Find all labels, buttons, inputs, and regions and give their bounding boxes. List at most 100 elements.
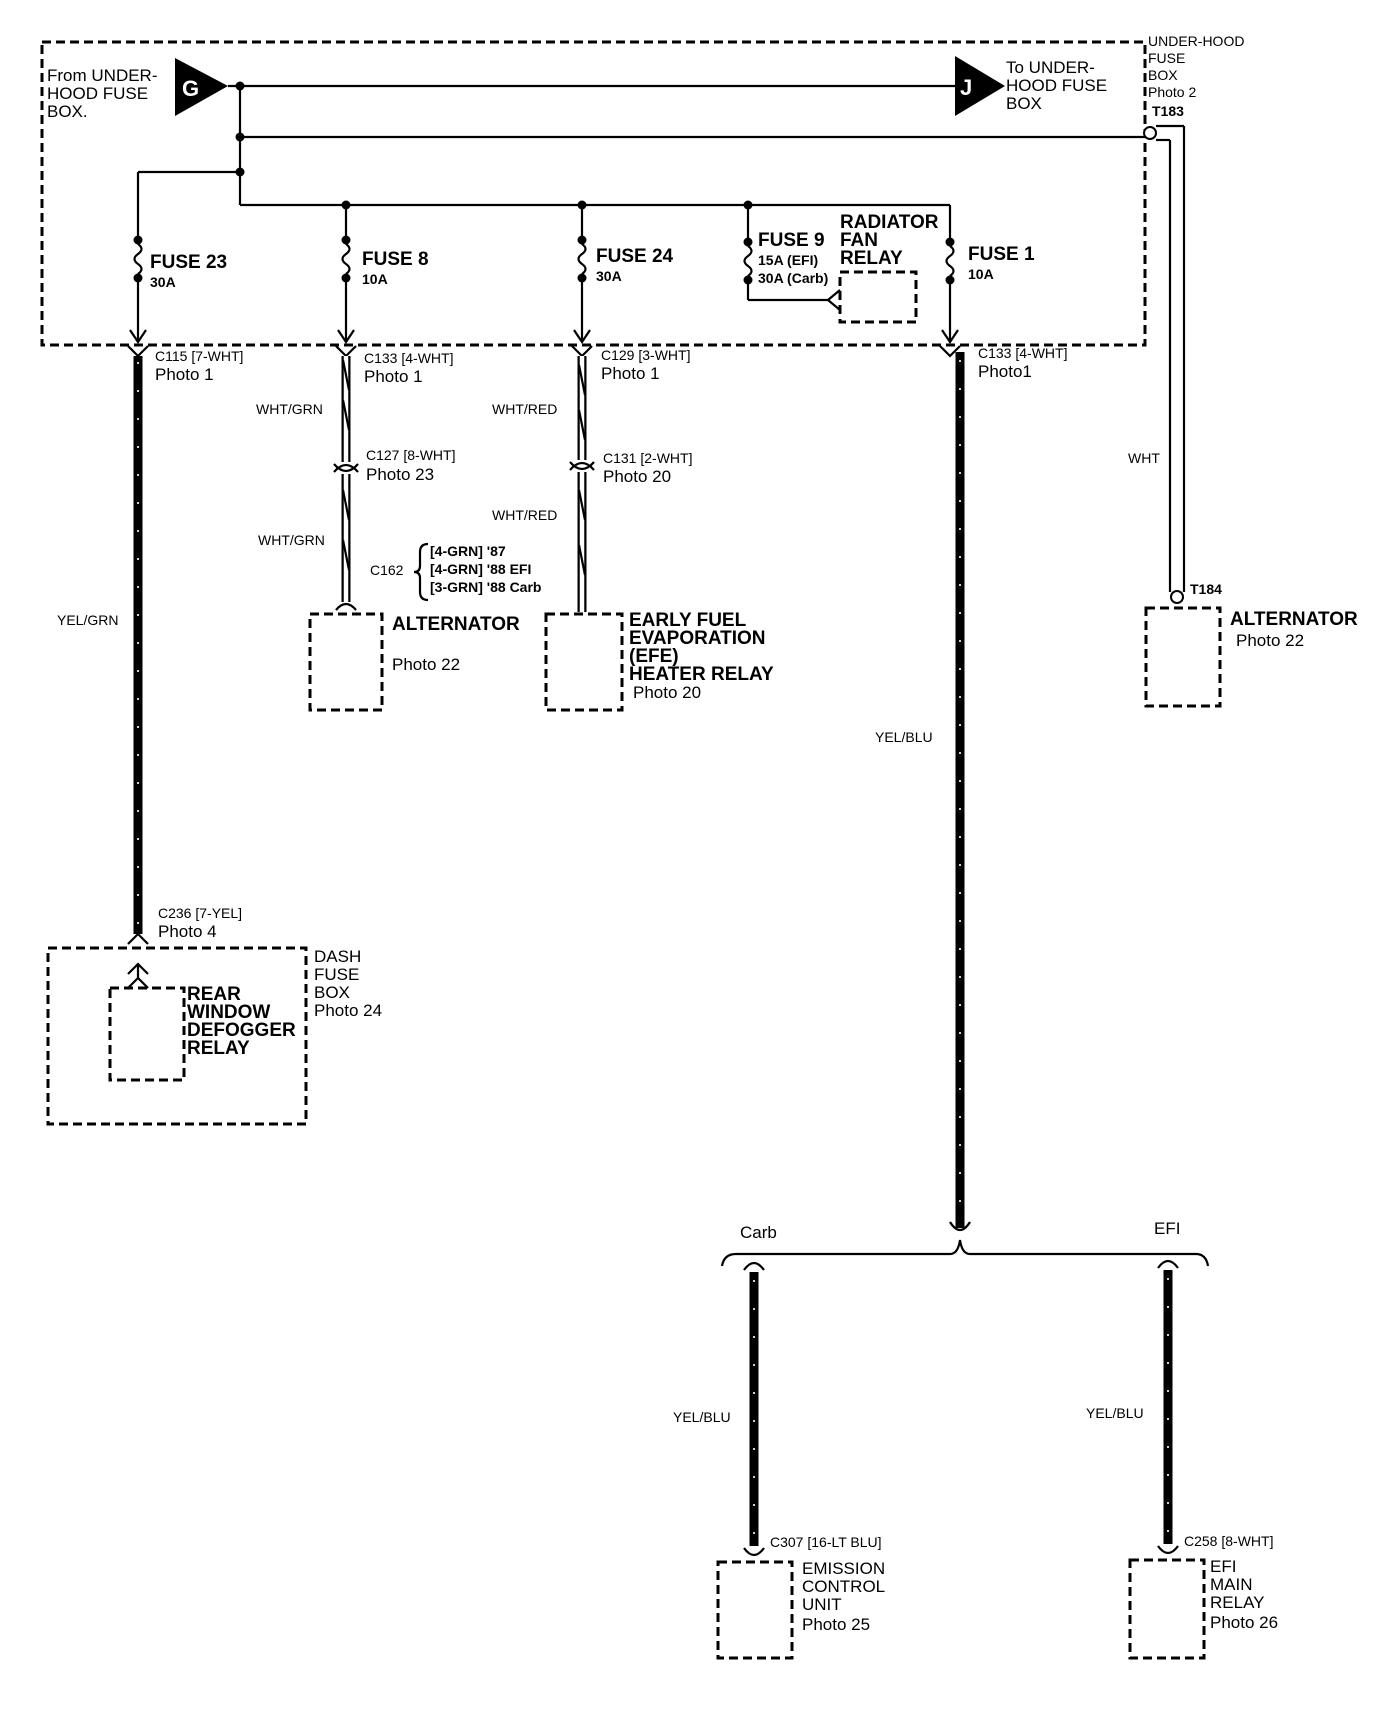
- fuse-9-rating-carb: 30A (Carb): [758, 270, 828, 286]
- branch-carb-efi: [720, 1239, 1210, 1267]
- wht-wire-t183-t184: [1143, 124, 1186, 604]
- c131-label: C131 [2-WHT]: [603, 450, 692, 466]
- fuse-1-rating: 10A: [968, 266, 994, 282]
- c129-photo: Photo 1: [601, 364, 660, 383]
- efi-relay-photo: Photo 26: [1210, 1613, 1278, 1632]
- wire-label-wht: WHT: [1128, 450, 1160, 466]
- to-box-line-3: BOX: [1006, 94, 1042, 113]
- to-box-line-1: To UNDER-: [1006, 58, 1095, 77]
- fuse-24-name: FUSE 24: [596, 246, 674, 267]
- c133b-photo: Photo1: [978, 362, 1032, 381]
- efe-line-1: EARLY FUEL: [629, 610, 747, 631]
- wire-label-wht-grn-2: WHT/GRN: [258, 532, 325, 548]
- alternator-left-box: [308, 612, 384, 712]
- c162-variant-87: [4-GRN] '87: [430, 543, 506, 559]
- underhood-photo: Photo 2: [1148, 84, 1196, 100]
- c307-label: C307 [16-LT BLU]: [770, 1534, 882, 1550]
- underhood-title-line-1: UNDER-HOOD: [1148, 33, 1244, 49]
- c133a-label: C133 [4-WHT]: [364, 350, 453, 366]
- efe-line-2: EVAPORATION: [629, 628, 766, 649]
- c127-label: C127 [8-WHT]: [366, 447, 455, 463]
- branch-carb-label: Carb: [740, 1223, 777, 1242]
- c133b-label: C133 [4-WHT]: [978, 345, 1067, 361]
- fuse-1: [941, 205, 959, 344]
- fuse-1-name: FUSE 1: [968, 244, 1035, 265]
- radiator-fan-relay-box: [838, 270, 918, 324]
- c115-photo: Photo 1: [155, 365, 214, 384]
- wire-wht-grn: [333, 345, 359, 611]
- efe-line-3: (EFE): [629, 646, 679, 667]
- dash-box-photo: Photo 24: [314, 1001, 382, 1020]
- wire-label-yel-grn: YEL/GRN: [57, 612, 118, 628]
- dash-box-line-2: FUSE: [314, 965, 359, 984]
- efi-relay-line-1: EFI: [1210, 1557, 1236, 1576]
- alternator-right-name: ALTERNATOR: [1230, 609, 1358, 630]
- alternator-right-box: [1144, 606, 1222, 708]
- fuse-9: [743, 205, 841, 311]
- wire-label-yel-blu-carb: YEL/BLU: [673, 1409, 731, 1425]
- c162-variant-88-efi: [4-GRN] '88 EFI: [430, 561, 531, 577]
- c258-label: C258 [8-WHT]: [1184, 1533, 1273, 1549]
- fuse-23: [129, 235, 147, 344]
- wire-yel-blu-main: [939, 345, 971, 1232]
- branch-efi-label: EFI: [1154, 1219, 1180, 1238]
- wire-label-yel-blu-main: YEL/BLU: [875, 729, 933, 745]
- efe-line-4: HEATER RELAY: [629, 664, 774, 685]
- wire-yel-blu-carb: [743, 1261, 765, 1557]
- fuse-24: [573, 205, 591, 344]
- radiator-relay-line-1: RADIATOR: [840, 212, 939, 233]
- wire-label-wht-red-1: WHT/RED: [492, 401, 557, 417]
- c162-variant-88-carb: [3-GRN] '88 Carb: [430, 579, 541, 595]
- defogger-line-4: RELAY: [187, 1038, 250, 1059]
- connector-g-icon: [175, 58, 228, 116]
- ecu-line-1: EMISSION: [802, 1559, 885, 1578]
- to-box-line-2: HOOD FUSE: [1006, 76, 1107, 95]
- c127-photo: Photo 23: [366, 465, 434, 484]
- from-box-line-3: BOX.: [47, 102, 88, 121]
- dash-box-line-1: DASH: [314, 947, 361, 966]
- c115-label: C115 [7-WHT]: [155, 348, 243, 364]
- fuse-24-rating: 30A: [596, 268, 622, 284]
- radiator-relay-line-3: RELAY: [840, 248, 903, 269]
- efe-heater-relay-box: [544, 612, 624, 712]
- terminal-t184: T184: [1190, 581, 1222, 597]
- wire-yel-grn: [127, 345, 149, 945]
- fuse-23-rating: 30A: [150, 274, 176, 290]
- wire-yel-blu-efi: [1157, 1259, 1179, 1555]
- efi-relay-line-3: RELAY: [1210, 1593, 1265, 1612]
- fuse-8-rating: 10A: [362, 271, 388, 287]
- wire-label-wht-red-2: WHT/RED: [492, 507, 557, 523]
- connector-j-icon: [955, 56, 1005, 116]
- underhood-title-line-2: FUSE: [1148, 50, 1185, 66]
- fuse-9-rating-efi: 15A (EFI): [758, 252, 818, 268]
- c236-label: C236 [7-YEL]: [158, 905, 242, 921]
- fuse-9-name: FUSE 9: [758, 230, 825, 251]
- ecu-photo: Photo 25: [802, 1615, 870, 1634]
- fuse-23-name: FUSE 23: [150, 252, 227, 273]
- radiator-relay-line-2: FAN: [840, 230, 878, 251]
- efi-main-relay-box: [1128, 1558, 1206, 1660]
- efi-relay-line-2: MAIN: [1210, 1575, 1253, 1594]
- emission-control-unit-box: [716, 1560, 794, 1660]
- wire-label-wht-grn-1: WHT/GRN: [256, 401, 323, 417]
- efe-photo: Photo 20: [633, 683, 701, 702]
- connector-g-letter: G: [182, 76, 199, 101]
- defogger-line-3: DEFOGGER: [187, 1020, 296, 1041]
- dash-box-line-3: BOX: [314, 983, 350, 1002]
- underhood-fuse-box-outline: [40, 40, 1147, 347]
- dash-fuse-box-outline: [46, 946, 308, 1126]
- top-bus: [136, 81, 1150, 240]
- defogger-line-2: WINDOW: [187, 1002, 270, 1023]
- alternator-left-name: ALTERNATOR: [392, 614, 520, 635]
- underhood-title-line-3: BOX: [1148, 67, 1178, 83]
- connector-j-letter: J: [960, 75, 972, 100]
- c236-photo: Photo 4: [158, 922, 217, 941]
- c133a-photo: Photo 1: [364, 367, 423, 386]
- alternator-left-photo: Photo 22: [392, 655, 460, 674]
- terminal-t183: T183: [1152, 103, 1184, 119]
- wire-wht-red: [569, 345, 595, 612]
- ecu-line-3: UNIT: [802, 1595, 842, 1614]
- ecu-line-2: CONTROL: [802, 1577, 885, 1596]
- from-box-line-2: HOOD FUSE: [47, 84, 148, 103]
